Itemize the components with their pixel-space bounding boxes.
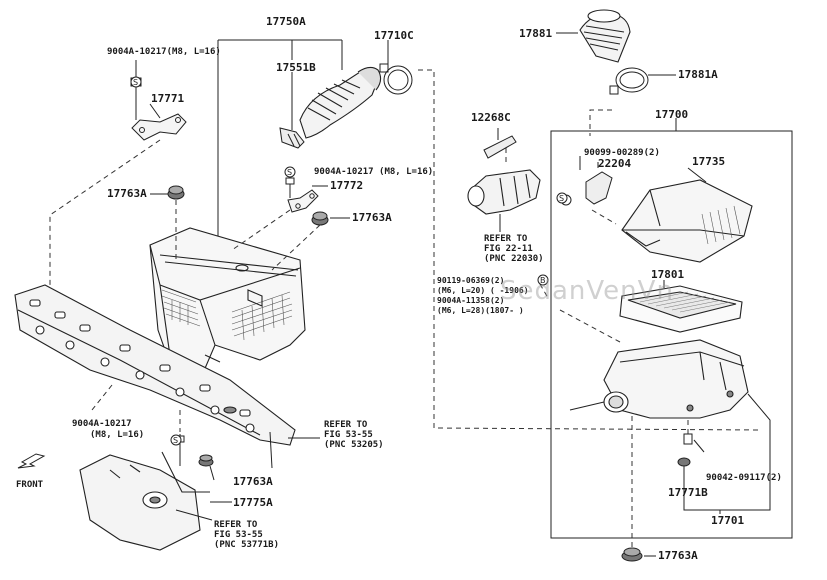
leader-17735 (687, 167, 707, 183)
clip-17551B (279, 127, 305, 149)
label-17735: 17735 (692, 155, 726, 168)
grommet-17763A-1 (167, 185, 185, 200)
label-17772: 17772 (330, 179, 364, 192)
leader-17701-part (569, 401, 605, 411)
intake-duct-17881 (579, 9, 631, 63)
label-17710C: 17710C (374, 29, 414, 42)
ref-53205: REFER TO FIG 53-55 (PNC 53205) (324, 420, 384, 450)
label-17763A-1: 17763A (107, 187, 147, 200)
cleaner-cap-17735 (621, 179, 753, 263)
label-90119: 90119-06369(2) (437, 276, 505, 285)
label-12268C: 12268C (471, 111, 511, 124)
filter-element-17801 (619, 285, 743, 333)
label-17771: 17771 (151, 92, 185, 105)
label-17763A-3: 17763A (233, 475, 273, 488)
label-9004A-right: 9004A-11358(2) (437, 296, 505, 305)
sensor-assembly-22030 (467, 169, 541, 215)
grommet-17771B (677, 457, 691, 467)
label-17775A: 17775A (233, 496, 273, 509)
label-17750A: 17750A (266, 15, 306, 28)
label-17771B: 17771B (668, 486, 708, 499)
label-17801: 17801 (651, 268, 685, 281)
clip-90042 (683, 433, 705, 453)
leader-17750A (217, 39, 343, 240)
cleaner-case-17701 (603, 339, 749, 419)
leader-17701 (683, 393, 771, 514)
leader-ref-53771B (175, 509, 213, 521)
hose-clamp-17710C (379, 63, 413, 95)
grommet-17763A-3 (198, 454, 214, 467)
label-17881: 17881 (519, 27, 553, 40)
leader-17763A-3 (209, 465, 215, 481)
bolt-left-top (130, 60, 161, 120)
grommet-17763A-4 (621, 547, 643, 562)
label-17701: 17701 (711, 514, 745, 527)
label-17763A-2: 17763A (352, 211, 392, 224)
svg-text:S: S (287, 168, 292, 177)
radiator-support (14, 284, 296, 446)
label-9004A-low-sub: (M8, L=16) (90, 430, 145, 440)
svg-text:B: B (540, 276, 546, 285)
label-9004A-mid: 9004A-10217 (M8, L=16) (314, 167, 434, 177)
bracket-17772 (285, 176, 328, 213)
front-indicator: FRONT (12, 452, 52, 490)
label-90099: 90099-00289(2) (584, 148, 660, 158)
s-symbols: S S S B S (130, 76, 568, 446)
ref-22030: REFER TO FIG 22-11 (PNC 22030) (484, 234, 544, 264)
ref-53771B: REFER TO FIG 53-55 (PNC 53771B) (214, 520, 280, 550)
label-17700: 17700 (655, 108, 689, 121)
label-17551B: 17551B (276, 61, 316, 74)
bracket-lower (79, 451, 210, 551)
bracket-17771 (131, 113, 187, 141)
hose-clamp-17881A (609, 67, 649, 95)
hose-12268C (483, 128, 517, 159)
label-90119-sub: (M6, L=20) ( -1906) (437, 286, 529, 295)
svg-text:S: S (173, 436, 178, 445)
watermark: SedanVenVn (500, 276, 674, 306)
label-17763A-4: 17763A (658, 549, 698, 562)
grommet-17763A-2 (311, 211, 329, 226)
label-17881A: 17881A (678, 68, 718, 81)
label-9004A-low: 9004A-10217 (72, 419, 132, 429)
intake-hose (299, 66, 382, 139)
leader-ref-53205 (269, 431, 320, 469)
label-9004A-right-sub: (M6, L=28)(1807- ) (437, 306, 524, 315)
label-9004A-top: 9004A-10217(M8, L=16) (107, 47, 221, 57)
svg-text:S: S (559, 194, 564, 203)
front-label: FRONT (16, 480, 44, 490)
box-17700 (550, 130, 793, 539)
svg-text:S: S (133, 78, 138, 87)
label-90042: 90042-09117(2) (706, 473, 782, 483)
label-22204: 22204 (598, 157, 632, 170)
front-arrow-icon (17, 453, 46, 469)
